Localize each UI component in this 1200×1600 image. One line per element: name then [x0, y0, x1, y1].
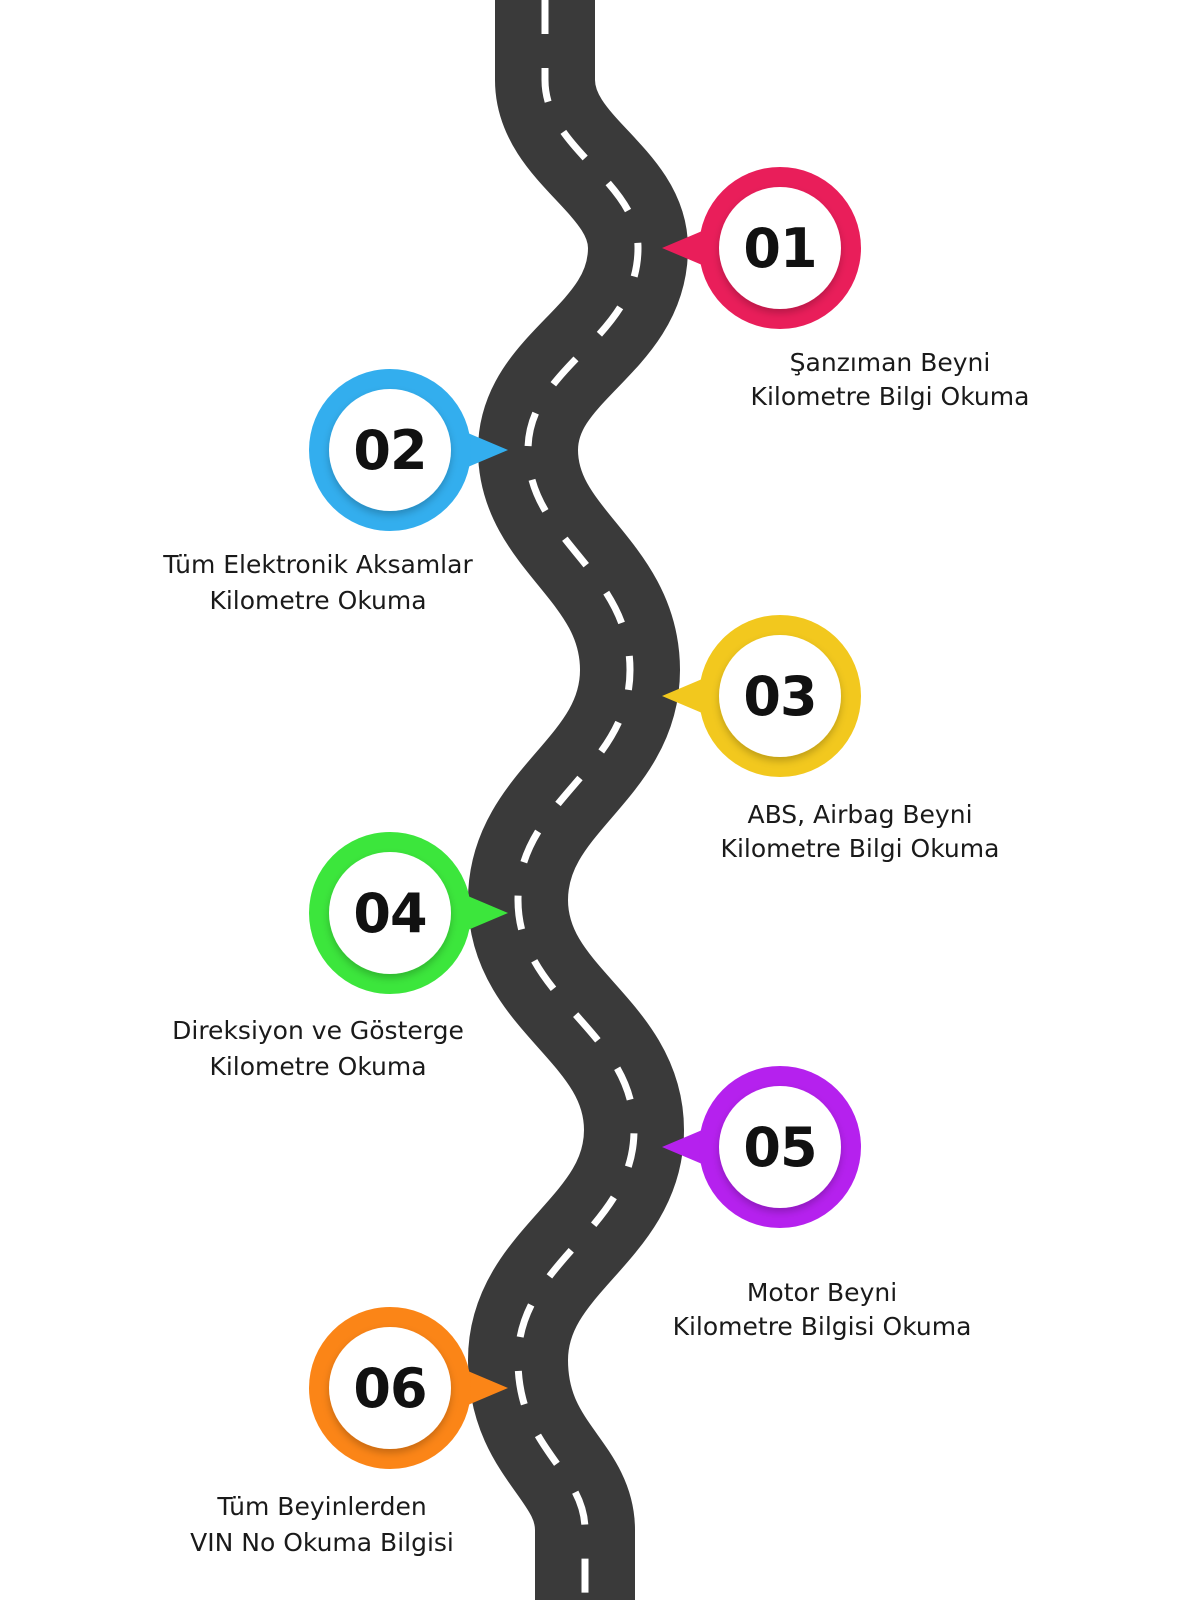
step-marker-05: 05	[662, 1066, 861, 1228]
step-number: 01	[743, 217, 816, 280]
winding-road	[468, 0, 688, 1600]
marker-center	[719, 187, 841, 309]
step-subtitle: Kilometre Bilgi Okuma	[750, 382, 1030, 411]
step-title: Tüm Elektronik Aksamlar	[163, 550, 473, 579]
marker-center	[329, 852, 451, 974]
step-subtitle: Kilometre Bilgi Okuma	[720, 834, 1000, 863]
marker-center	[329, 389, 451, 511]
step-number: 02	[353, 419, 426, 482]
marker-center	[719, 1086, 841, 1208]
marker-center	[329, 1327, 451, 1449]
marker-center	[719, 635, 841, 757]
step-subtitle: Kilometre Okuma	[209, 586, 427, 615]
step-title: Şanzıman Beyni	[789, 348, 991, 377]
lane-marking	[514, 0, 642, 1600]
step-subtitle: Kilometre Okuma	[209, 1052, 427, 1081]
step-subtitle: VIN No Okuma Bilgisi	[190, 1528, 454, 1557]
step-title: Tüm Beyinlerden	[217, 1492, 427, 1521]
step-title: ABS, Airbag Beyni	[747, 800, 973, 829]
step-marker-06: 06	[309, 1307, 508, 1469]
step-number: 05	[743, 1116, 816, 1179]
step-number: 06	[353, 1357, 426, 1420]
step-number: 03	[743, 665, 816, 728]
step-marker-04: 04	[309, 832, 508, 994]
step-title: Direksiyon ve Gösterge	[172, 1016, 464, 1045]
step-marker-03: 03	[662, 615, 861, 777]
step-subtitle: Kilometre Bilgisi Okuma	[672, 1312, 972, 1341]
step-marker-01: 01	[662, 167, 861, 329]
step-number: 04	[353, 882, 426, 945]
step-title: Motor Beyni	[746, 1278, 898, 1307]
step-marker-02: 02	[309, 369, 508, 531]
